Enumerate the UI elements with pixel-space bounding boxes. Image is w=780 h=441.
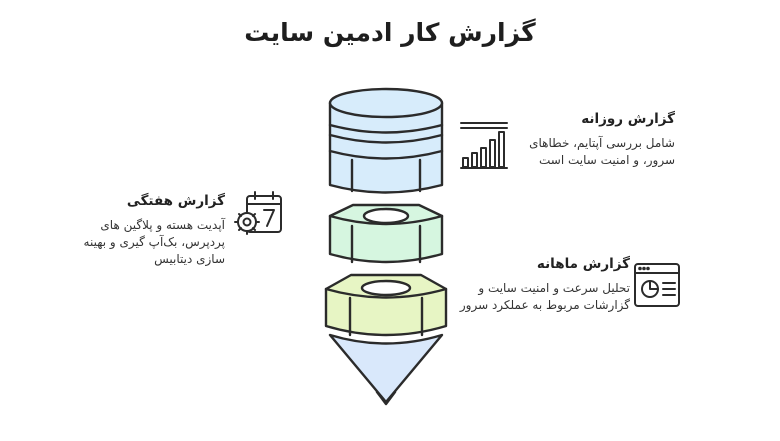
daily-report-title: گزارش روزانه xyxy=(581,111,675,127)
bar-chart-icon xyxy=(460,122,508,169)
monthly-report-title: گزارش ماهانه xyxy=(536,256,630,272)
tip-cone xyxy=(328,333,444,406)
browser-report-icon xyxy=(634,263,680,307)
monthly-report-block: گزارش ماهانه تحلیل سرعت و امنیت سایت و گ… xyxy=(455,256,630,314)
monthly-report-description: تحلیل سرعت و امنیت سایت و گزارشات مربوط … xyxy=(459,281,630,312)
middle-nut xyxy=(328,203,444,264)
bottom-nut xyxy=(324,273,448,337)
weekly-report-description: آپدیت هسته و پلاگین های پردپرس، بک‌آپ گی… xyxy=(83,218,225,266)
weekly-report-title: گزارش هفتگی xyxy=(126,193,225,209)
top-cylinder xyxy=(328,87,444,194)
daily-report-description: شامل بررسی آپتایم، خطاهای سرور، و امنیت … xyxy=(529,136,675,167)
page-title: گزارش کار ادمین سایت xyxy=(244,18,536,47)
daily-report-block: گزارش روزانه شامل بررسی آپتایم، خطاهای س… xyxy=(520,111,675,169)
weekly-report-block: گزارش هفتگی آپدیت هسته و پلاگین های پردپ… xyxy=(60,193,225,268)
calendar-gear-icon xyxy=(234,191,282,235)
